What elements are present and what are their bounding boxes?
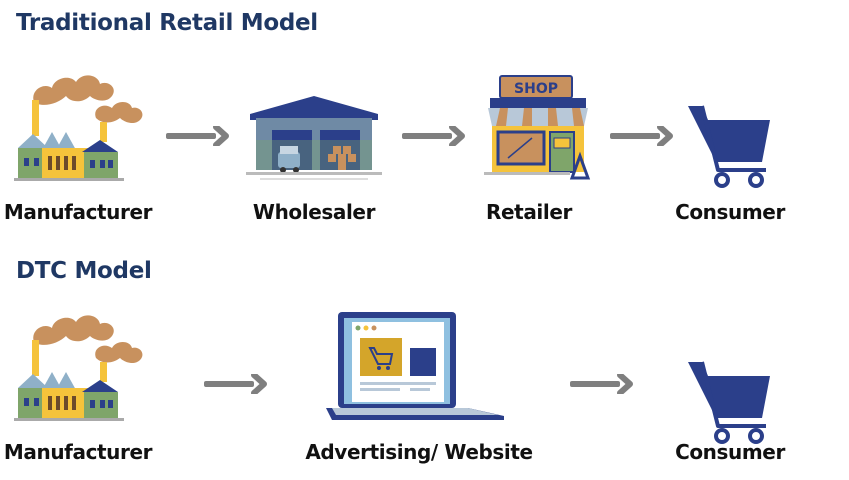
laptop-icon xyxy=(326,308,506,424)
traditional-manufacturer-label: Manufacturer xyxy=(3,200,153,224)
arrow-manufacturer-to-wholesaler xyxy=(166,126,232,146)
dtc-manufacturer-factory-icon xyxy=(12,300,152,425)
shop-icon: SHOP xyxy=(484,74,594,184)
arrow-retailer-to-consumer xyxy=(610,126,676,146)
arrow-wholesaler-to-retailer xyxy=(402,126,468,146)
dtc-consumer-label: Consumer xyxy=(675,440,785,464)
traditional-model-title: Traditional Retail Model xyxy=(16,10,318,36)
consumer-shopping-cart-icon xyxy=(684,96,776,190)
traditional-consumer-label: Consumer xyxy=(675,200,785,224)
traditional-wholesaler-label: Wholesaler xyxy=(252,200,376,224)
traditional-retailer-label: Retailer xyxy=(486,200,572,224)
dtc-model-title: DTC Model xyxy=(16,258,152,284)
warehouse-icon xyxy=(246,92,382,182)
dtc-website-label: Advertising/ Website xyxy=(305,440,533,464)
arrow-website-to-consumer xyxy=(570,374,636,394)
shop-sign-text: SHOP xyxy=(514,81,558,97)
arrow-manufacturer-to-website xyxy=(204,374,270,394)
dtc-consumer-shopping-cart-icon xyxy=(684,352,776,446)
manufacturer-factory-icon xyxy=(12,60,152,185)
dtc-manufacturer-label: Manufacturer xyxy=(3,440,153,464)
